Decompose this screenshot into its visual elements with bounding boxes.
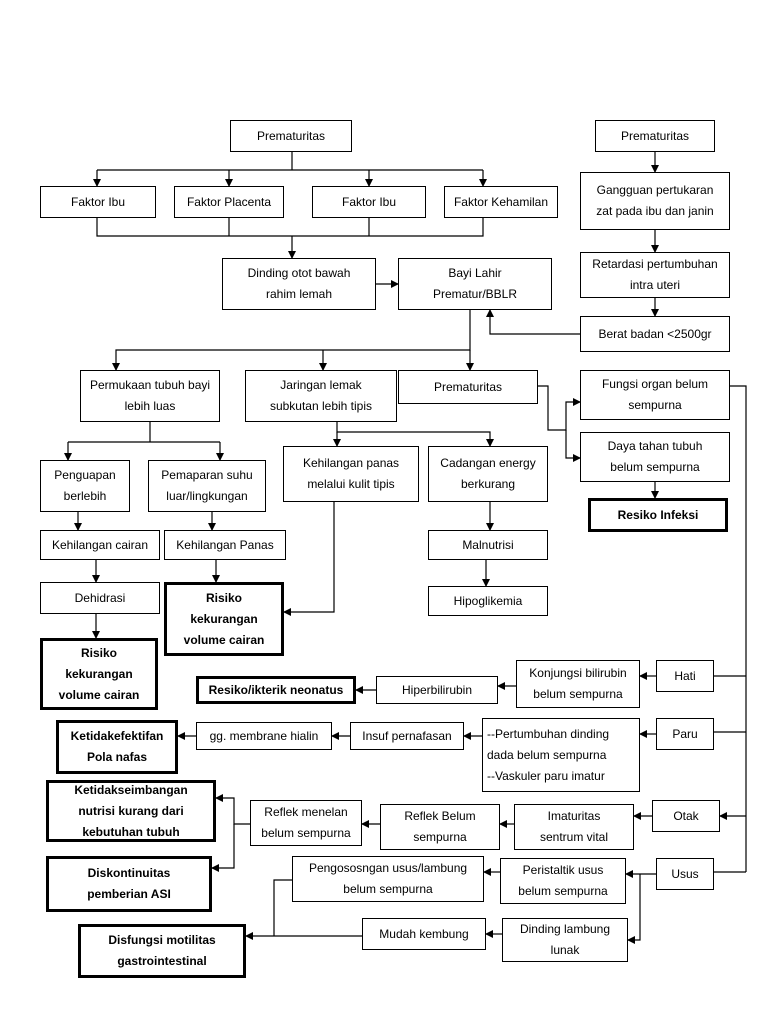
node-faktor-placenta: Faktor Placenta bbox=[174, 186, 284, 218]
connector-1 bbox=[97, 152, 483, 171]
node-pengosongan: Pengososngan usus/lambung belum sempurna bbox=[292, 856, 484, 902]
node-konjungsi: Konjungsi bilirubin belum sempurna bbox=[516, 660, 640, 708]
connector-13 bbox=[112, 310, 471, 371]
node-kehilangan-panas-kulit: Kehilangan panas melalui kulit tipis bbox=[283, 446, 419, 502]
node-imaturitas: Imaturitas sentrum vital bbox=[514, 804, 634, 850]
node-faktor-ibu-2: Faktor Ibu bbox=[312, 186, 426, 218]
node-disfungsi: Disfungsi motilitas gastrointestinal bbox=[78, 924, 246, 978]
node-pertumbuhan-dinding: --Pertumbuhan dinding dada belum sempurn… bbox=[482, 718, 640, 792]
connector-48 bbox=[627, 874, 641, 944]
connector-9 bbox=[96, 218, 484, 237]
connector-44 bbox=[215, 794, 250, 825]
node-prem-mid: Prematuritas bbox=[398, 370, 538, 404]
connector-17 bbox=[565, 430, 581, 462]
node-usus: Usus bbox=[656, 858, 714, 890]
node-gg-membrane: gg. membrane hialin bbox=[196, 722, 332, 750]
node-prem-top: Prematuritas bbox=[230, 120, 352, 152]
node-berat-badan: Berat badan <2500gr bbox=[580, 316, 730, 352]
connector-16 bbox=[538, 385, 581, 431]
node-reflek-belum: Reflek Belum sempurna bbox=[380, 804, 500, 850]
node-diskontinuitas: Diskontinuitas pemberian ASI bbox=[46, 856, 212, 912]
connector-12 bbox=[486, 309, 580, 335]
node-cadangan-energy: Cadangan energy berkurang bbox=[428, 446, 548, 502]
node-daya-tahan: Daya tahan tubuh belum sempurna bbox=[580, 432, 730, 482]
connector-19 bbox=[68, 422, 220, 443]
node-risiko-mid: Risiko kekurangan volume cairan bbox=[164, 582, 284, 656]
node-dinding-lambung: Dinding lambung lunak bbox=[502, 918, 628, 962]
node-ketidakefektifan: Ketidakefektifan Pola nafas bbox=[56, 720, 178, 774]
node-malnutrisi: Malnutrisi bbox=[428, 530, 548, 560]
node-retardasi: Retardasi pertumbuhan intra uteri bbox=[580, 252, 730, 298]
node-hiperbilirubin: Hiperbilirubin bbox=[376, 676, 498, 704]
connector-32 bbox=[714, 385, 747, 873]
node-permukaan-tubuh: Permukaan tubuh bayi lebih luas bbox=[80, 370, 220, 422]
connector-51 bbox=[273, 879, 292, 936]
node-hati: Hati bbox=[656, 660, 714, 692]
node-reflek-menelan: Reflek menelan belum sempurna bbox=[250, 800, 362, 846]
node-risiko-left: Risiko kekurangan volume cairan bbox=[40, 638, 158, 710]
node-gangguan-pertukaran: Gangguan pertukaran zat pada ibu dan jan… bbox=[580, 172, 730, 230]
node-resiko-ikterik: Resiko/ikterik neonatus bbox=[196, 676, 356, 704]
node-faktor-ibu-1: Faktor Ibu bbox=[40, 186, 156, 218]
node-pemaparan: Pemaparan suhu luar/lingkungan bbox=[148, 460, 266, 512]
node-bayi-lahir: Bayi Lahir Prematur/BBLR bbox=[398, 258, 552, 310]
node-fungsi-organ: Fungsi organ belum sempurna bbox=[580, 370, 730, 420]
node-dinding-otot: Dinding otot bawah rahim lemah bbox=[222, 258, 376, 310]
node-insuf-pernafasan: Insuf pernafasan bbox=[350, 722, 464, 750]
connector-22 bbox=[336, 422, 494, 447]
node-otak: Otak bbox=[652, 800, 720, 832]
node-kehilangan-panas: Kehilangan Panas bbox=[164, 530, 286, 560]
node-kehilangan-cairan: Kehilangan cairan bbox=[40, 530, 160, 560]
node-penguapan: Penguapan berlebih bbox=[40, 460, 130, 512]
node-prem-right: Prematuritas bbox=[595, 120, 715, 152]
connector-45 bbox=[211, 824, 235, 872]
node-mudah-kembung: Mudah kembung bbox=[362, 918, 486, 950]
node-jaringan-lemak: Jaringan lemak subkutan lebih tipis bbox=[245, 370, 397, 422]
node-faktor-kehamilan: Faktor Kehamilan bbox=[444, 186, 558, 218]
connector-31 bbox=[283, 502, 335, 616]
node-hipoglikemia: Hipoglikemia bbox=[428, 586, 548, 616]
node-paru: Paru bbox=[656, 718, 714, 750]
node-ketidakseimbangan: Ketidakseimbangan nutrisi kurang dari ke… bbox=[46, 780, 216, 842]
node-dehidrasi: Dehidrasi bbox=[40, 582, 160, 614]
node-resiko-infeksi: Resiko Infeksi bbox=[588, 498, 728, 532]
node-peristaltik: Peristaltik usus belum sempurna bbox=[500, 858, 626, 904]
